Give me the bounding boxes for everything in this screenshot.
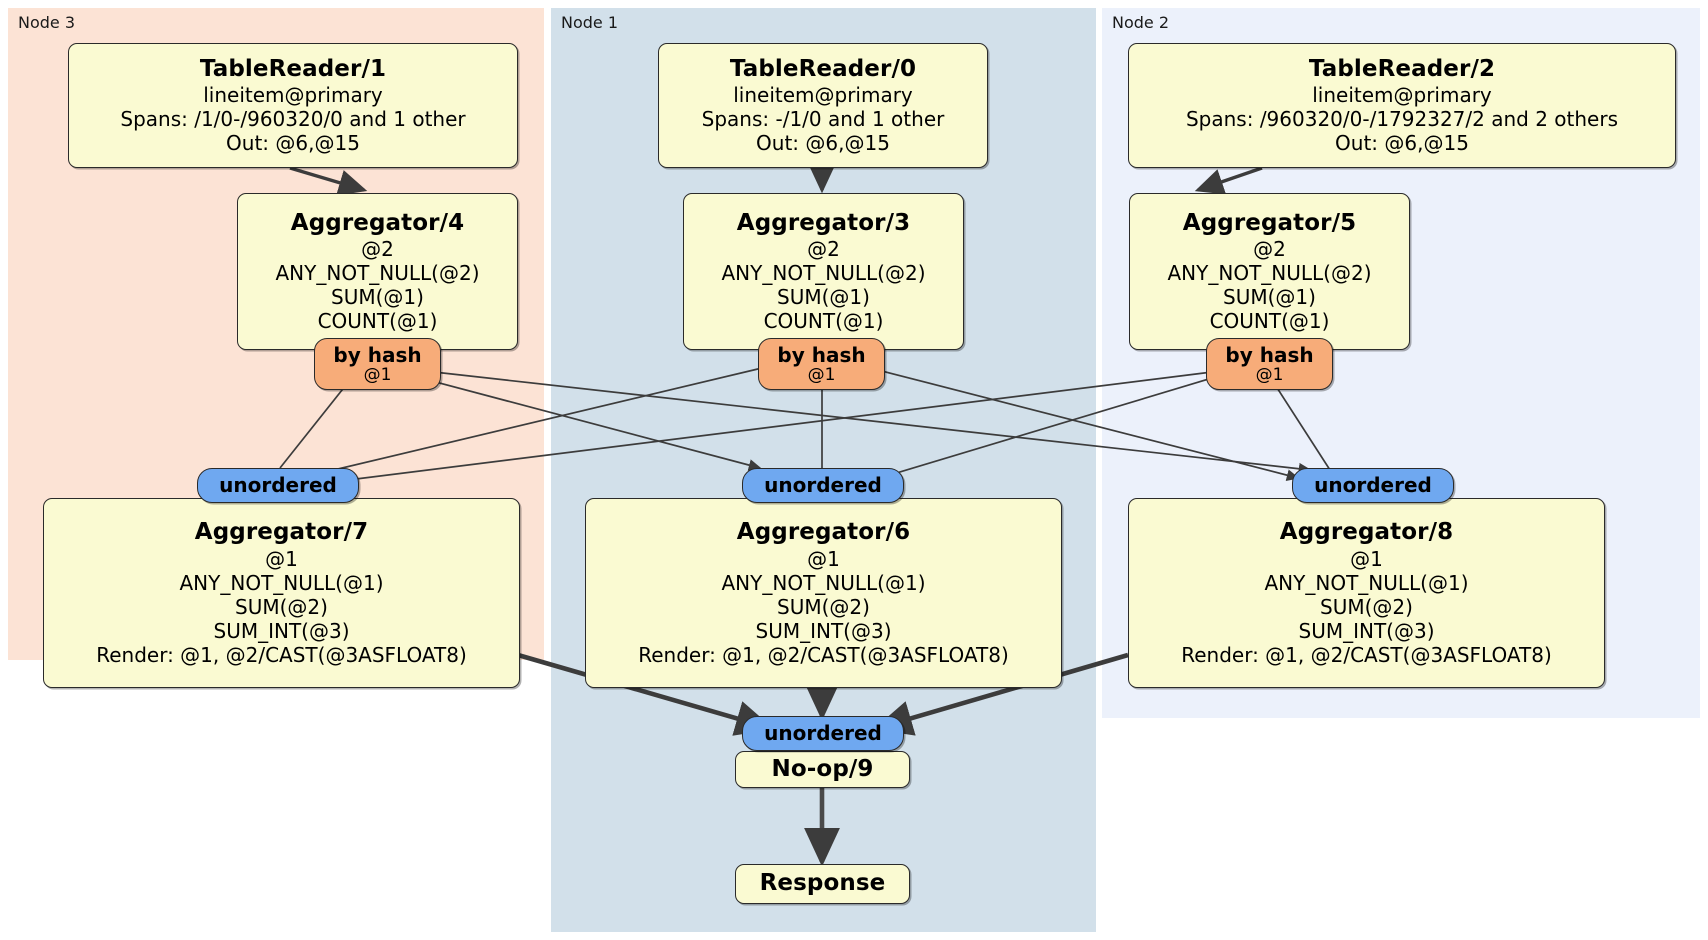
processor-aggregator-8[interactable]: Aggregator/8 @1 ANY_NOT_NULL(@1) SUM(@2)… bbox=[1128, 498, 1605, 688]
synchronizer-label: unordered bbox=[764, 721, 882, 745]
router-column: @1 bbox=[807, 364, 836, 385]
router-by-hash-node1[interactable]: by hash @1 bbox=[758, 338, 885, 390]
node-panel-label: Node 3 bbox=[18, 13, 76, 32]
processor-no-op-9[interactable]: No-op/9 bbox=[735, 751, 910, 788]
processor-title: Aggregator/4 bbox=[290, 209, 465, 236]
processor-detail-table: lineitem@primary bbox=[1312, 83, 1492, 108]
router-label: by hash bbox=[333, 342, 422, 367]
router-column: @1 bbox=[363, 364, 392, 385]
processor-detail-agg-2: SUM(@2) bbox=[1320, 594, 1413, 619]
processor-tablereader-0[interactable]: TableReader/0 lineitem@primary Spans: -/… bbox=[658, 43, 988, 168]
processor-detail-agg-3: COUNT(@1) bbox=[317, 309, 438, 334]
processor-detail-agg-2: SUM(@1) bbox=[1223, 285, 1316, 310]
processor-detail-out: Out: @6,@15 bbox=[1335, 131, 1469, 156]
synchronizer-unordered-node3[interactable]: unordered bbox=[197, 468, 359, 503]
processor-aggregator-5[interactable]: Aggregator/5 @2 ANY_NOT_NULL(@2) SUM(@1)… bbox=[1129, 193, 1410, 350]
processor-tablereader-2[interactable]: TableReader/2 lineitem@primary Spans: /9… bbox=[1128, 43, 1676, 168]
processor-title: Aggregator/5 bbox=[1182, 209, 1357, 236]
synchronizer-label: unordered bbox=[764, 473, 882, 497]
processor-detail-agg-1: ANY_NOT_NULL(@2) bbox=[1167, 261, 1372, 286]
processor-detail-groupcol: @2 bbox=[807, 237, 840, 262]
processor-title: Aggregator/8 bbox=[1279, 519, 1454, 546]
processor-title: TableReader/2 bbox=[1308, 55, 1496, 82]
processor-detail-spans: Spans: /1/0-/960320/0 and 1 other bbox=[120, 107, 466, 132]
processor-title: TableReader/1 bbox=[199, 55, 387, 82]
processor-detail-agg-1: ANY_NOT_NULL(@2) bbox=[721, 261, 926, 286]
processor-detail-agg-1: ANY_NOT_NULL(@1) bbox=[721, 570, 926, 595]
processor-title: Response bbox=[759, 870, 886, 897]
processor-detail-table: lineitem@primary bbox=[733, 83, 913, 108]
processor-aggregator-7[interactable]: Aggregator/7 @1 ANY_NOT_NULL(@1) SUM(@2)… bbox=[43, 498, 520, 688]
processor-detail-agg-2: SUM(@1) bbox=[777, 285, 870, 310]
synchronizer-unordered-node2[interactable]: unordered bbox=[1292, 468, 1454, 503]
processor-detail-out: Out: @6,@15 bbox=[226, 131, 360, 156]
processor-title: TableReader/0 bbox=[729, 55, 917, 82]
processor-detail-agg-3: SUM_INT(@3) bbox=[1298, 618, 1435, 643]
processor-aggregator-4[interactable]: Aggregator/4 @2 ANY_NOT_NULL(@2) SUM(@1)… bbox=[237, 193, 518, 350]
processor-detail-agg-1: ANY_NOT_NULL(@1) bbox=[179, 570, 384, 595]
processor-detail-spans: Spans: /960320/0-/1792327/2 and 2 others bbox=[1185, 107, 1618, 132]
processor-detail-agg-3: COUNT(@1) bbox=[763, 309, 884, 334]
processor-detail-out: Out: @6,@15 bbox=[756, 131, 890, 156]
processor-detail-agg-1: ANY_NOT_NULL(@1) bbox=[1264, 570, 1469, 595]
router-label: by hash bbox=[777, 342, 866, 367]
processor-title: Aggregator/7 bbox=[194, 519, 369, 546]
processor-detail-groupcol: @2 bbox=[361, 237, 394, 262]
synchronizer-label: unordered bbox=[219, 473, 337, 497]
processor-tablereader-1[interactable]: TableReader/1 lineitem@primary Spans: /1… bbox=[68, 43, 518, 168]
processor-title: No-op/9 bbox=[771, 755, 874, 782]
processor-detail-agg-2: SUM(@1) bbox=[331, 285, 424, 310]
processor-detail-render: Render: @1, @2/CAST(@3ASFLOAT8) bbox=[1181, 642, 1552, 667]
synchronizer-unordered-final[interactable]: unordered bbox=[742, 716, 904, 751]
processor-detail-groupcol: @2 bbox=[1253, 237, 1286, 262]
processor-detail-table: lineitem@primary bbox=[203, 83, 383, 108]
processor-aggregator-3[interactable]: Aggregator/3 @2 ANY_NOT_NULL(@2) SUM(@1)… bbox=[683, 193, 964, 350]
router-by-hash-node3[interactable]: by hash @1 bbox=[314, 338, 441, 390]
router-column: @1 bbox=[1255, 364, 1284, 385]
processor-detail-render: Render: @1, @2/CAST(@3ASFLOAT8) bbox=[96, 642, 467, 667]
processor-detail-agg-1: ANY_NOT_NULL(@2) bbox=[275, 261, 480, 286]
node-panel-label: Node 2 bbox=[1112, 13, 1170, 32]
processor-detail-agg-2: SUM(@2) bbox=[777, 594, 870, 619]
router-label: by hash bbox=[1225, 342, 1314, 367]
processor-detail-agg-3: SUM_INT(@3) bbox=[755, 618, 892, 643]
router-by-hash-node2[interactable]: by hash @1 bbox=[1206, 338, 1333, 390]
processor-detail-agg-3: SUM_INT(@3) bbox=[213, 618, 350, 643]
processor-detail-groupcol: @1 bbox=[1350, 546, 1383, 571]
processor-title: Aggregator/3 bbox=[736, 209, 911, 236]
processor-detail-groupcol: @1 bbox=[807, 546, 840, 571]
processor-response[interactable]: Response bbox=[735, 864, 910, 904]
processor-aggregator-6[interactable]: Aggregator/6 @1 ANY_NOT_NULL(@1) SUM(@2)… bbox=[585, 498, 1062, 688]
processor-detail-groupcol: @1 bbox=[265, 546, 298, 571]
processor-detail-agg-3: COUNT(@1) bbox=[1209, 309, 1330, 334]
processor-detail-spans: Spans: -/1/0 and 1 other bbox=[701, 107, 945, 132]
synchronizer-label: unordered bbox=[1314, 473, 1432, 497]
node-panel-label: Node 1 bbox=[561, 13, 619, 32]
synchronizer-unordered-node1[interactable]: unordered bbox=[742, 468, 904, 503]
processor-detail-agg-2: SUM(@2) bbox=[235, 594, 328, 619]
processor-detail-render: Render: @1, @2/CAST(@3ASFLOAT8) bbox=[638, 642, 1009, 667]
processor-title: Aggregator/6 bbox=[736, 519, 911, 546]
